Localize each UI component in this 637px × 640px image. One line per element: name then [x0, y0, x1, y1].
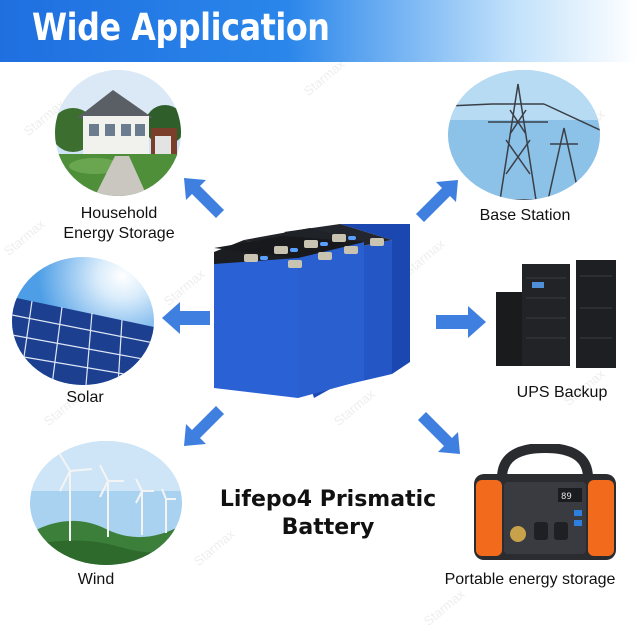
solar-image [12, 257, 154, 385]
product-caption: Lifepo4 Prismatic Battery [219, 487, 437, 540]
arrow-to-wind-icon [184, 406, 224, 446]
ups-image [492, 258, 618, 370]
arrow-to-household-icon [184, 178, 224, 218]
wind-label: Wind [77, 571, 115, 588]
arrow-to-ups-icon [436, 306, 486, 338]
household-label: Household Energy Storage [63, 205, 175, 242]
page-title: Wide Application [32, 6, 330, 49]
watermark: Starmax [420, 586, 468, 629]
arrow-to-base-station-icon [416, 180, 458, 222]
arrow-to-portable-icon [418, 412, 460, 454]
svg-text:89: 89 [561, 492, 572, 502]
household-image [55, 70, 181, 196]
header-banner: Wide Application [0, 0, 637, 62]
watermark: Starmax [300, 56, 348, 99]
battery-pack-image [214, 212, 410, 408]
base-station-label: Base Station [479, 207, 571, 224]
ups-label: UPS Backup [516, 384, 608, 401]
watermark: Starmax [0, 216, 48, 259]
base-station-image [448, 70, 600, 200]
portable-label: Portable energy storage [444, 571, 616, 588]
solar-label: Solar [66, 389, 104, 406]
arrow-to-solar-icon [162, 302, 210, 334]
portable-image: 89 [470, 442, 620, 564]
wind-image [30, 441, 182, 565]
